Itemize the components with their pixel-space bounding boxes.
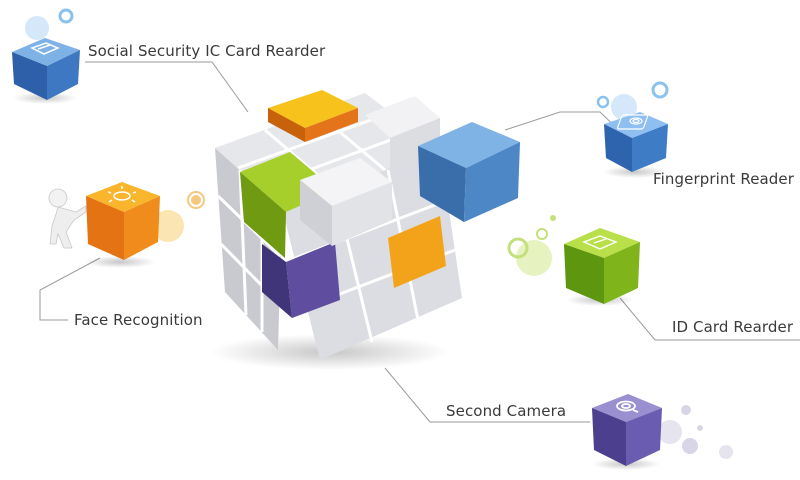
connector-lines (39, 61, 800, 423)
id-card-icon (582, 235, 618, 250)
connector-social (85, 61, 249, 113)
cube-blue-block (418, 122, 520, 222)
face-recognition-cube (48, 182, 205, 268)
fingerprint-cube (596, 81, 669, 178)
social-security-cube (12, 8, 80, 104)
fingerprint-icon (617, 114, 649, 130)
card-icon (30, 42, 60, 55)
camera-icon (616, 400, 639, 413)
cube-cell-green-side (240, 172, 286, 258)
sun-face-icon (107, 186, 137, 203)
cube-cell-purple-left (262, 244, 292, 318)
cube-orange-block (268, 90, 358, 142)
label-second-camera: Second Camera (446, 402, 567, 420)
central-cube (210, 90, 520, 370)
label-social-security: Social Security IC Card Rearder (88, 42, 326, 60)
label-id-card: ID Card Rearder (672, 318, 794, 336)
label-fingerprint: Fingerprint Reader (653, 170, 795, 188)
cube-cell-purple (286, 242, 340, 318)
id-card-cube (507, 215, 640, 306)
second-camera-cube (592, 394, 733, 470)
connector-idcard (619, 297, 800, 341)
cube-cell-orange (388, 216, 446, 288)
connector-camera (384, 367, 590, 423)
label-face-recognition: Face Recognition (74, 311, 203, 329)
pushing-figure-icon (48, 188, 87, 249)
connector-face (39, 257, 101, 321)
